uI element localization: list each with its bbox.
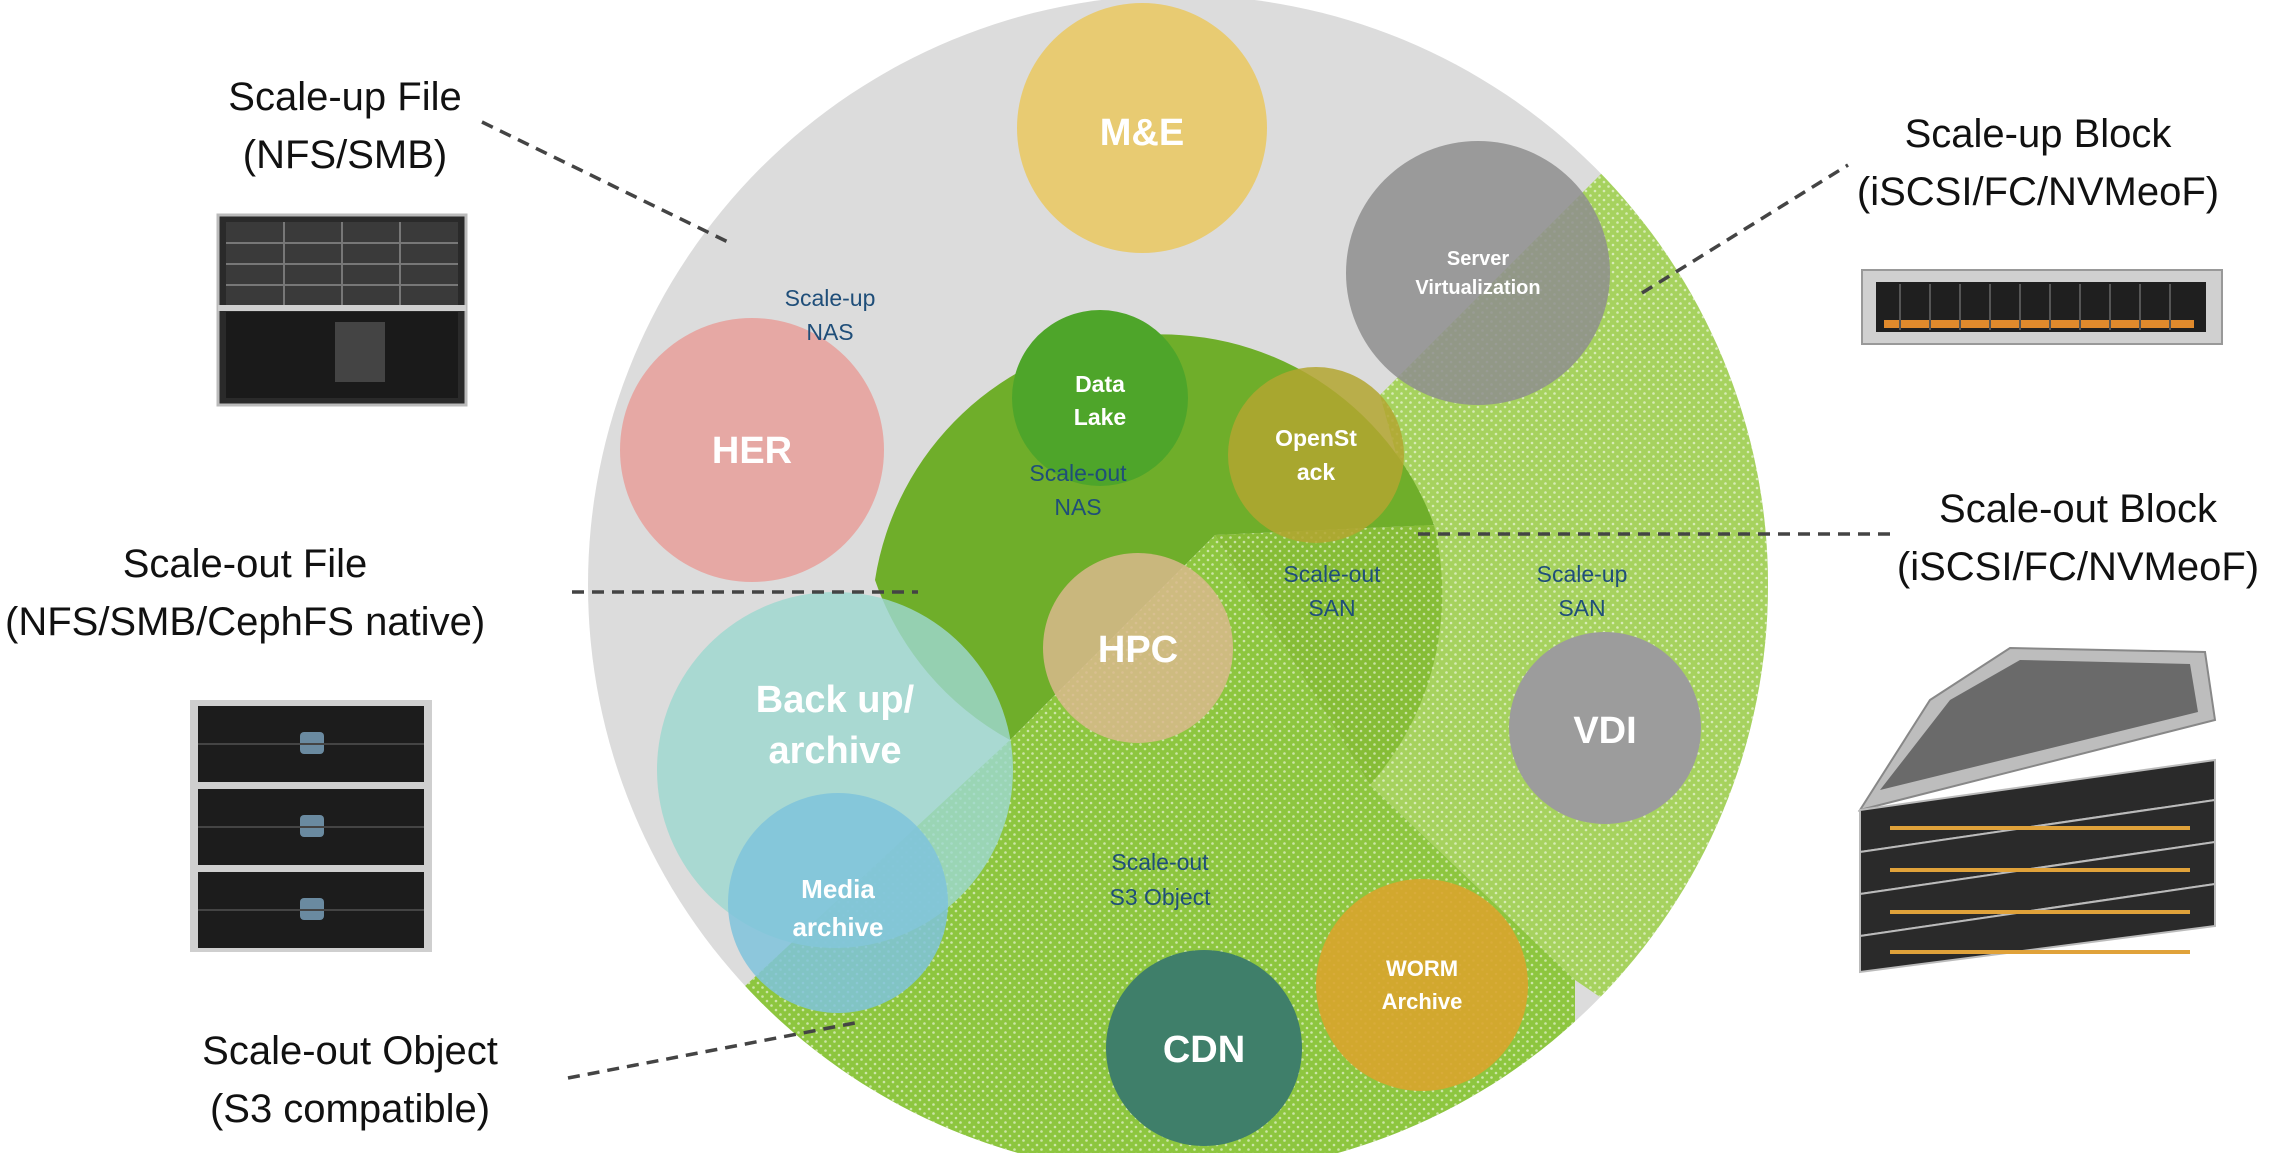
openstack-bubble: [1228, 367, 1404, 543]
cdn-bubble: [1106, 950, 1302, 1146]
workload-label-data-lake-1: Data: [1075, 371, 1125, 397]
workload-label-backup-1: Back up/: [756, 679, 915, 721]
category-title: Scale-up File: [228, 75, 462, 119]
server-image-scale-up-file: [216, 213, 468, 407]
workload-label-backup-2: archive: [768, 730, 901, 772]
workload-label-worm-1: WORM: [1386, 956, 1458, 981]
category-protocols: (NFS/SMB): [242, 133, 448, 177]
leader-scale-up-block: [1641, 163, 1849, 295]
category-title: Scale-out File: [122, 542, 368, 586]
region-label-scale-up-nas-1: Scale-up: [785, 285, 876, 311]
category-protocols: (iSCSI/FC/NVMeoF): [1856, 170, 2220, 214]
category-protocols: (S3 compatible): [209, 1087, 491, 1131]
workload-label-her: HER: [712, 430, 792, 472]
category-scale-up-file: Scale-up File (NFS/SMB): [185, 68, 505, 184]
category-title: Scale-up Block: [1904, 112, 2172, 156]
worm-archive-bubble: [1316, 879, 1528, 1091]
server-virtualization-bubble: [1346, 141, 1610, 405]
workload-label-openstack-2: ack: [1297, 459, 1336, 485]
workload-label-me: M&E: [1100, 112, 1184, 154]
region-label-scale-out-san-2: SAN: [1308, 595, 1355, 621]
region-label-scale-out-san-1: Scale-out: [1283, 561, 1381, 587]
leader-scale-out-object: [567, 1020, 861, 1080]
workload-label-server-2: Virtualization: [1415, 277, 1540, 299]
region-label-scale-up-san-2: SAN: [1558, 595, 1605, 621]
workload-label-media-1: Media: [801, 874, 875, 904]
category-title: Scale-out Object: [202, 1029, 498, 1073]
data-lake-bubble: [1012, 310, 1188, 486]
vdi-bubble: [1509, 632, 1701, 824]
workload-label-server-1: Server: [1447, 248, 1509, 270]
category-protocols: (NFS/SMB/CephFS native): [5, 600, 486, 644]
workload-label-hpc: HPC: [1098, 629, 1178, 671]
category-scale-out-file: Scale-out File (NFS/SMB/CephFS native): [5, 535, 485, 651]
server-image-scale-up-block: [1861, 269, 2223, 345]
region-label-scale-up-san-1: Scale-up: [1537, 561, 1628, 587]
server-image-scale-out-block: [1857, 646, 2217, 974]
server-image-scale-out-file: [190, 700, 432, 952]
me-bubble: [1017, 3, 1267, 253]
region-label-scale-out-s3-1: Scale-out: [1111, 849, 1209, 875]
workload-label-vdi: VDI: [1573, 710, 1636, 752]
workload-label-data-lake-2: Lake: [1074, 404, 1126, 430]
category-protocols: (iSCSI/FC/NVMeoF): [1896, 545, 2260, 589]
category-scale-out-block: Scale-out Block (iSCSI/FC/NVMeoF): [1888, 480, 2268, 596]
workload-label-worm-2: Archive: [1382, 989, 1463, 1014]
category-title: Scale-out Block: [1939, 487, 2217, 531]
her-bubble: [620, 318, 884, 582]
media-archive-bubble: [728, 793, 948, 1013]
region-label-scale-out-nas-1: Scale-out: [1029, 460, 1127, 486]
category-scale-out-object: Scale-out Object (S3 compatible): [170, 1022, 530, 1138]
region-label-scale-up-nas-2: NAS: [806, 319, 853, 345]
workload-label-cdn: CDN: [1163, 1029, 1245, 1071]
category-scale-up-block: Scale-up Block (iSCSI/FC/NVMeoF): [1848, 105, 2228, 221]
hpc-bubble: [1043, 553, 1233, 743]
region-label-scale-out-nas-2: NAS: [1054, 494, 1101, 520]
leader-scale-up-file: [481, 120, 729, 244]
region-label-scale-out-s3-2: S3 Object: [1110, 884, 1212, 910]
workload-label-media-2: archive: [792, 912, 883, 942]
workload-label-openstack-1: OpenSt: [1275, 425, 1357, 451]
